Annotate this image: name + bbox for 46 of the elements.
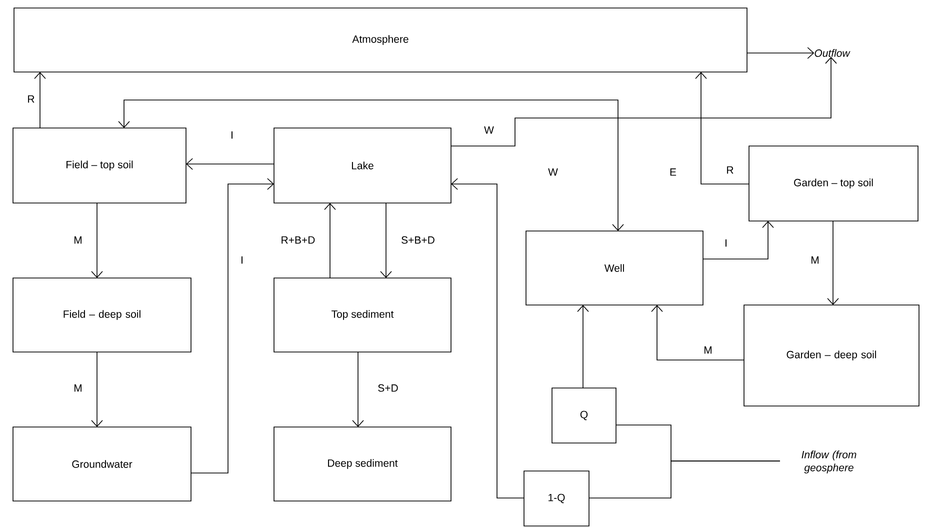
compartment-box: Field – deep soil <box>12 278 192 352</box>
flow-label: Inflow (from geosphere <box>802 450 856 474</box>
flow-label: E <box>670 168 676 176</box>
compartment-box: Top sediment <box>274 278 452 352</box>
flow-label: Outflow <box>814 49 850 57</box>
arrow <box>827 220 839 305</box>
arrow <box>380 202 392 278</box>
compartment-box: 1-Q <box>524 470 590 526</box>
compartment-box: Well <box>526 230 704 306</box>
edge-label: R <box>725 165 735 175</box>
compartment-box: Field – top soil <box>12 128 186 204</box>
arrow <box>34 72 46 128</box>
arrow <box>702 221 774 260</box>
compartment-box: Groundwater <box>12 426 192 502</box>
edge-label: I <box>230 130 234 140</box>
edge-label: I <box>724 238 728 248</box>
arrow <box>695 72 750 184</box>
compartment-box: Atmosphere <box>14 8 748 72</box>
arrow <box>118 100 624 231</box>
arrow <box>352 352 364 427</box>
arrow <box>190 178 274 474</box>
arrow <box>451 178 524 498</box>
compartment-box: Garden – top soil <box>748 146 918 222</box>
edge-label: S+B+D <box>400 235 436 245</box>
arrow <box>186 158 274 170</box>
edge-label: M <box>72 383 84 393</box>
edge-label: M <box>702 345 714 355</box>
edge-label: M <box>72 235 84 245</box>
compartment-box: Garden – deep soil <box>744 304 920 406</box>
compartment-box: Q <box>552 388 616 444</box>
arrow <box>91 202 103 278</box>
edge-label: W <box>483 125 495 135</box>
edge-label: R <box>26 94 36 104</box>
arrow <box>746 47 814 59</box>
edge-label: M <box>810 255 820 265</box>
compartment-box: Lake <box>274 128 452 204</box>
arrow <box>91 352 103 427</box>
arrow <box>324 203 336 278</box>
compartment-box: Deep sediment <box>274 426 452 502</box>
edge-label: R+B+D <box>280 235 316 245</box>
arrow <box>651 305 744 360</box>
arrow <box>450 56 837 146</box>
flow-label: W <box>548 168 558 176</box>
edge-label: I <box>240 255 244 265</box>
edge-label: S+D <box>376 383 400 393</box>
arrow <box>577 305 589 388</box>
